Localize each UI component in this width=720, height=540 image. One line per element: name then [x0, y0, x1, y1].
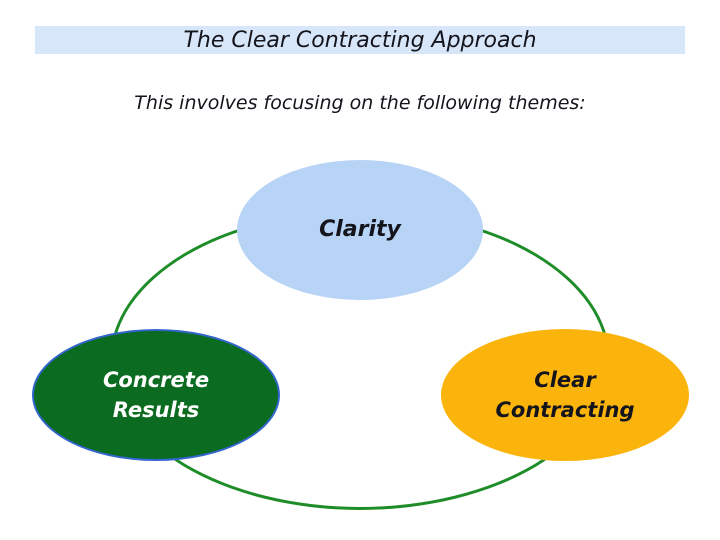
node-clear-contracting: Clear Contracting: [441, 329, 689, 461]
node-clarity: Clarity: [237, 160, 483, 300]
node-clear-contracting-label-line1: Clear: [534, 368, 596, 392]
node-clarity-label: Clarity: [319, 217, 401, 242]
subtitle: This involves focusing on the following …: [134, 92, 586, 114]
node-concrete-results-label-line2: Results: [112, 398, 200, 422]
page-title: The Clear Contracting Approach: [183, 27, 537, 53]
node-concrete-results: Concrete Results: [32, 329, 280, 461]
node-clear-contracting-label-line2: Contracting: [495, 398, 635, 422]
node-concrete-results-label-line1: Concrete: [102, 368, 210, 392]
title-bar: The Clear Contracting Approach: [35, 26, 685, 54]
